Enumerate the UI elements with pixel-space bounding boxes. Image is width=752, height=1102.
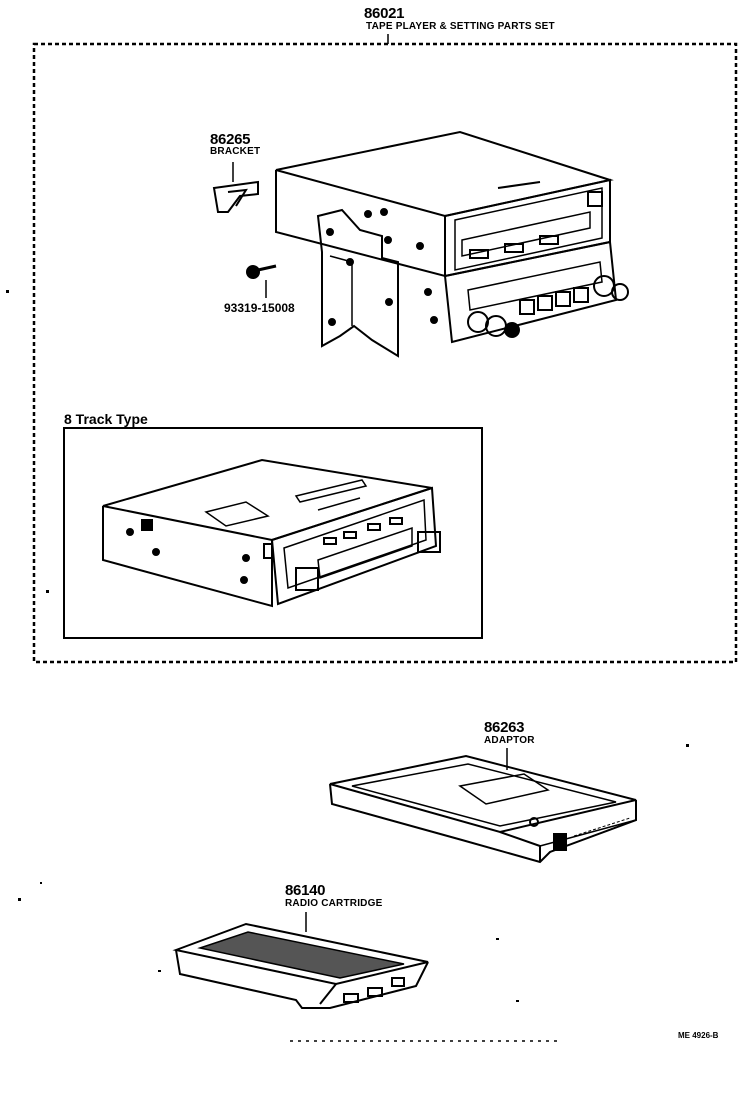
screw-number: 93319-15008: [224, 301, 295, 315]
eight-track-box: [63, 427, 483, 639]
eight-track-title: 8 Track Type: [64, 411, 148, 427]
specks: [6, 290, 689, 1002]
tape-player-illustration: [275, 130, 629, 358]
adaptor-name: ADAPTOR: [484, 735, 535, 746]
bracket-illustration: [212, 162, 259, 213]
parts-set-boundary: [32, 42, 738, 664]
bracket-number: 86265: [210, 131, 251, 148]
bracket-name: BRACKET: [210, 146, 261, 157]
radio-cartridge-number: 86140: [285, 882, 326, 899]
radio-cartridge-illustration: [172, 912, 429, 1009]
parts-set-number: 86021: [364, 5, 405, 22]
parts-set-name: TAPE PLAYER & SETTING PARTS SET: [366, 21, 555, 32]
screw-illustration: [246, 264, 277, 298]
eight-track-player-illustration: [102, 458, 441, 608]
radio-cartridge-name: RADIO CARTRIDGE: [285, 898, 383, 909]
adaptor-illustration: [329, 748, 637, 864]
adaptor-number: 86263: [484, 719, 525, 736]
diagram-code: ME 4926-B: [678, 1031, 719, 1040]
